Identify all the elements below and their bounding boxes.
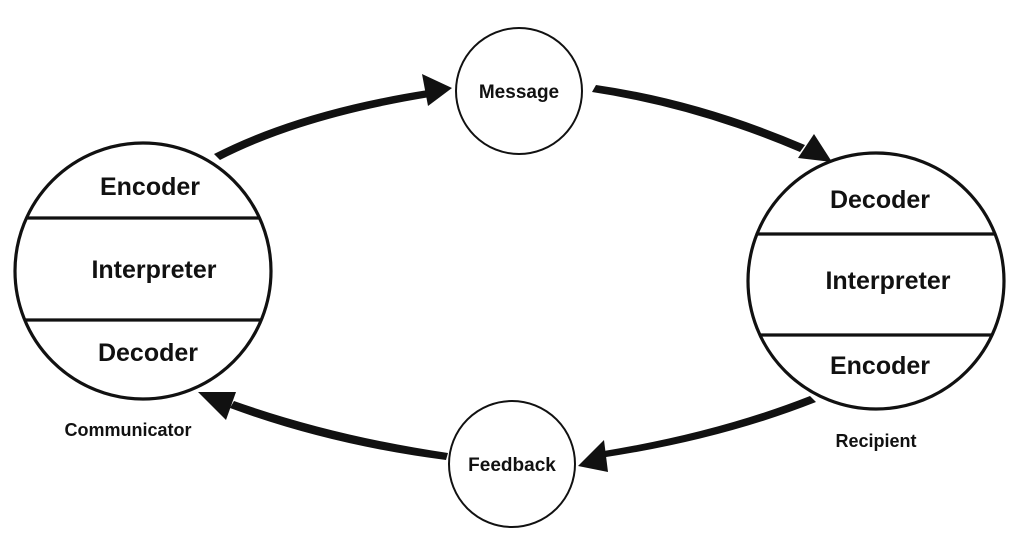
arrow-communicator-to-message <box>214 74 452 160</box>
feedback-node: Feedback <box>448 400 576 528</box>
recipient-node: Decoder Interpreter Encoder <box>746 151 1006 411</box>
communicator-decoder-label: Decoder <box>98 339 198 367</box>
communicator-interpreter-label: Interpreter <box>91 256 216 284</box>
communicator-node: Encoder Interpreter Decoder <box>13 141 273 401</box>
feedback-label: Feedback <box>468 455 556 476</box>
recipient-decoder-label: Decoder <box>830 186 930 214</box>
arrow-feedback-to-communicator <box>198 392 448 460</box>
communicator-caption: Communicator <box>64 420 191 440</box>
communicator-encoder-label: Encoder <box>100 173 200 201</box>
recipient-interpreter-label: Interpreter <box>825 267 950 295</box>
arrow-recipient-to-feedback <box>578 396 816 472</box>
recipient-caption: Recipient <box>835 431 916 451</box>
arrow-message-to-recipient <box>592 85 832 162</box>
message-node: Message <box>455 27 583 155</box>
recipient-encoder-label: Encoder <box>830 352 930 380</box>
message-label: Message <box>479 82 559 103</box>
